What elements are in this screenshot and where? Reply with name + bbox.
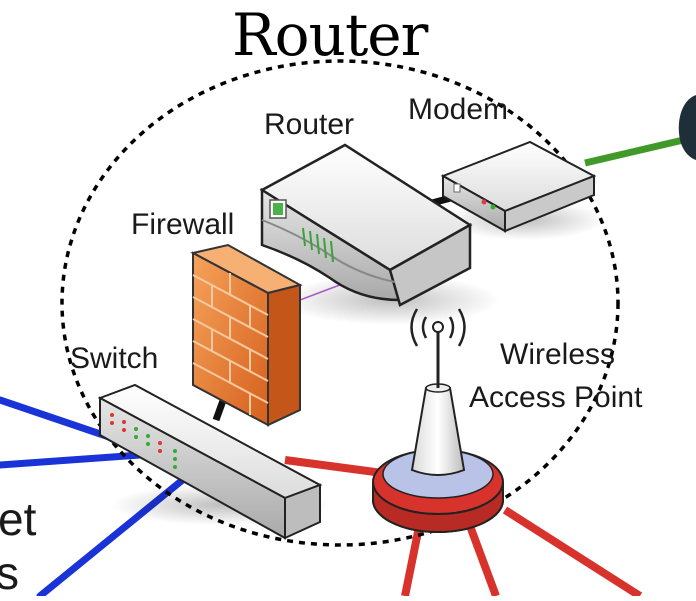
router-label: Router xyxy=(264,108,355,141)
firewall-label: Firewall xyxy=(131,208,235,241)
modem-label: Modem xyxy=(408,93,509,126)
ap-link-1 xyxy=(401,521,424,597)
ap-link-3 xyxy=(502,506,643,600)
cut-off-label-1: et xyxy=(0,493,37,545)
wireless-links xyxy=(284,456,643,600)
wireless-label-line1: Wireless xyxy=(500,338,616,371)
lan-cable-2 xyxy=(0,451,144,469)
cut-off-label-2: s xyxy=(0,547,19,599)
switch-label: Switch xyxy=(70,342,159,375)
internet-cloud-edge xyxy=(678,95,696,160)
diagram-title: Router xyxy=(232,1,428,69)
lan-cable-1 xyxy=(0,396,122,444)
wireless-label-line2: Access Point xyxy=(469,381,643,414)
router-device xyxy=(259,143,500,325)
switch-to-ap-cable xyxy=(284,456,391,478)
ap-link-2 xyxy=(466,524,500,598)
modem-device xyxy=(440,140,605,240)
router-boundary xyxy=(60,59,620,547)
switch-device xyxy=(97,383,330,540)
switch-port-leds xyxy=(110,413,177,469)
firewall-device xyxy=(190,243,303,427)
wireless-access-point xyxy=(372,308,504,533)
internet-link xyxy=(584,133,696,167)
